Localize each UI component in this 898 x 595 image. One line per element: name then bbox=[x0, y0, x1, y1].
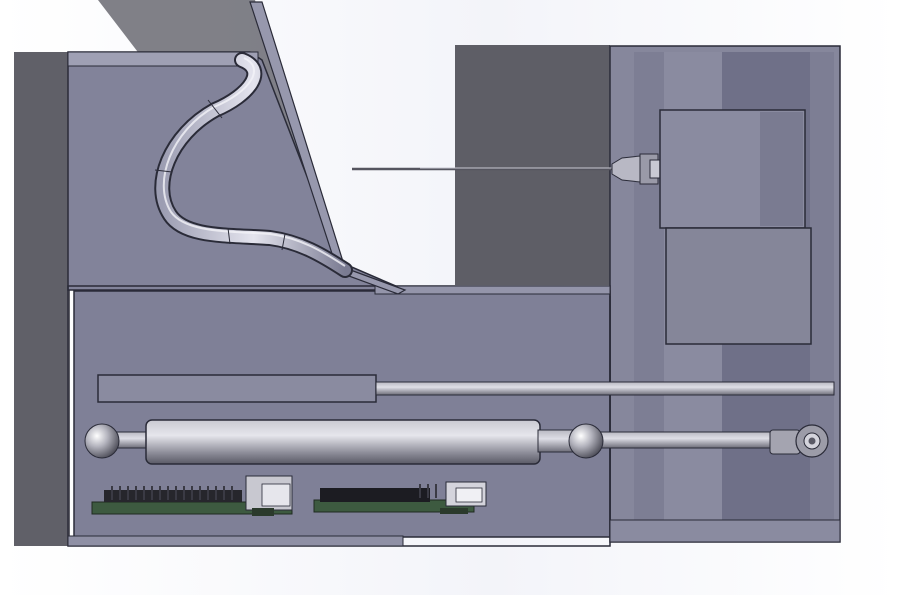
gas-spring-cylinder bbox=[145, 419, 541, 465]
needle-nut-cap bbox=[649, 159, 661, 179]
pcb-right-component bbox=[440, 508, 468, 514]
rod-shaft bbox=[375, 381, 835, 396]
housing-bottom-ledge bbox=[67, 535, 404, 547]
gas-spring-rod bbox=[595, 431, 775, 449]
circuit-board-left bbox=[91, 475, 293, 516]
pcb-left-usb-port-front bbox=[261, 483, 291, 507]
pcb-left-component bbox=[252, 508, 274, 516]
ball-joint-left bbox=[84, 423, 120, 459]
shadow-left bbox=[14, 52, 70, 546]
pivot-arm bbox=[249, 1, 407, 295]
pcb-right-connector-face bbox=[455, 487, 483, 503]
guide-joint-1 bbox=[207, 99, 223, 119]
linear-rod bbox=[97, 374, 835, 403]
housing-right-base bbox=[609, 519, 841, 543]
lower-block bbox=[665, 227, 812, 345]
guide-joint-3 bbox=[227, 227, 231, 245]
guide-joint-4 bbox=[281, 233, 286, 251]
pcb-right-pins bbox=[419, 484, 437, 498]
shadow-center bbox=[455, 45, 610, 285]
ball-joint-right bbox=[568, 423, 604, 459]
guide-tube-inner bbox=[156, 54, 351, 276]
guide-joint-2 bbox=[154, 169, 173, 173]
pcb-right-chip bbox=[320, 488, 430, 502]
end-fitting-eye-hole bbox=[808, 437, 816, 445]
gas-spring bbox=[84, 419, 829, 465]
probe-block-shade bbox=[760, 112, 803, 226]
pcb-left-headers bbox=[104, 490, 242, 502]
curved-guide-bracket bbox=[154, 52, 353, 278]
rod-housing bbox=[97, 374, 377, 403]
housing-step-top bbox=[374, 285, 611, 295]
needle-probe bbox=[352, 153, 661, 185]
circuit-board-right bbox=[313, 481, 487, 514]
housing-top-lip bbox=[67, 51, 259, 67]
pcb-left-pins bbox=[111, 486, 233, 500]
guide-tube-highlight bbox=[162, 57, 346, 267]
